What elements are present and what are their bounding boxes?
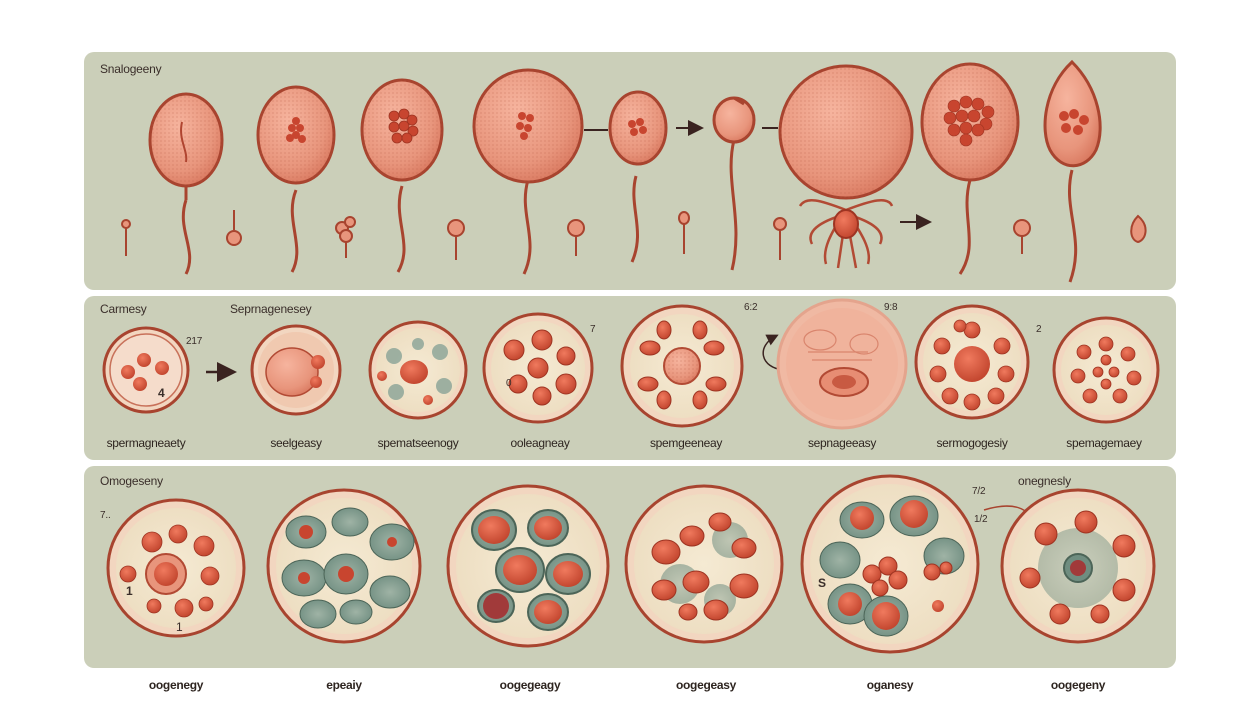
bot-annotation-1: 7..: [100, 510, 111, 521]
mid-inner-label: 0: [506, 378, 512, 389]
bot-annotation-3: 1: [176, 620, 183, 634]
sperm-cell-4: [472, 68, 584, 275]
bottom-right-title: onegnesly: [1018, 474, 1071, 488]
mid-annotation-2: 4: [158, 386, 165, 400]
sperm-cell-3: [360, 78, 444, 273]
mid-cell-2: [250, 324, 342, 416]
bottom-panel-title: Omogeseny: [100, 474, 163, 488]
bot-caption-5: oganesy: [866, 678, 914, 692]
sperm-cell-1: [148, 92, 224, 275]
bottom-cell-row: [106, 474, 1156, 654]
oo-cell-1: [106, 498, 246, 638]
mid-cell-7: [914, 304, 1030, 420]
bot-annotation-6: 1/2: [974, 514, 988, 525]
oo-cell-5: [800, 474, 980, 654]
mid-cell-8: [1052, 316, 1160, 424]
oo-cell-6: [1000, 488, 1156, 644]
mid-caption-1: spermagneaety: [106, 436, 186, 450]
mid-cell-6: [776, 298, 908, 430]
sperm-cell-2: [256, 85, 336, 273]
bot-annotation-4: S: [818, 576, 826, 590]
bot-annotation-2: 1: [126, 584, 133, 598]
bot-caption-4: oogegeasy: [676, 678, 736, 692]
mid-annotation-6: 2: [1036, 324, 1042, 335]
mid-annotation-1: 217: [186, 336, 203, 347]
bot-annotation-5: 7/2: [972, 486, 986, 497]
bot-caption-2: epeaiy: [326, 678, 362, 692]
oo-cell-2: [266, 488, 422, 644]
mid-caption-4: ooleagneay: [510, 436, 570, 450]
mid-annotation-4: 6:2: [744, 302, 758, 313]
mid-caption-5: spemgeeneay: [649, 436, 723, 450]
mid-caption-2: seelgeasy: [270, 436, 322, 450]
top-cell-row: [121, 59, 1147, 283]
mid-caption-3: spematseenogy: [377, 436, 459, 450]
mid-caption-8: spemagemaey: [1066, 436, 1142, 450]
bot-caption-6: oogegeny: [1050, 678, 1106, 692]
middle-panel-title-right: Seprnagenesey: [230, 302, 312, 316]
bot-caption-3: oogegeagy: [499, 678, 561, 692]
sperm-cell-8: [920, 62, 1020, 275]
sperm-cell-5: [608, 90, 668, 263]
oocyte-with-corona: [778, 64, 914, 269]
mid-cell-5: [620, 304, 744, 428]
mid-annotation-3: 7: [590, 324, 596, 335]
sperm-cell-6: [712, 96, 756, 271]
mid-caption-7: sermogogesiy: [936, 436, 1008, 450]
mid-annotation-5: 9:8: [884, 302, 898, 313]
mid-cell-3: [368, 320, 468, 420]
bot-caption-1: oogenegy: [148, 678, 204, 692]
oo-cell-4: [624, 484, 784, 644]
top-panel-title: Snalogeeny: [100, 62, 162, 76]
middle-panel-title-left: Carmesy: [100, 302, 147, 316]
small-sperm-row: [121, 210, 1147, 260]
middle-cell-row: [102, 298, 1160, 430]
oo-cell-3: [446, 484, 610, 648]
mid-cell-4: [482, 312, 594, 424]
mid-caption-6: sepnageeasy: [807, 436, 877, 450]
sperm-cell-9: [1043, 59, 1102, 283]
mid-cell-1: [102, 326, 190, 414]
